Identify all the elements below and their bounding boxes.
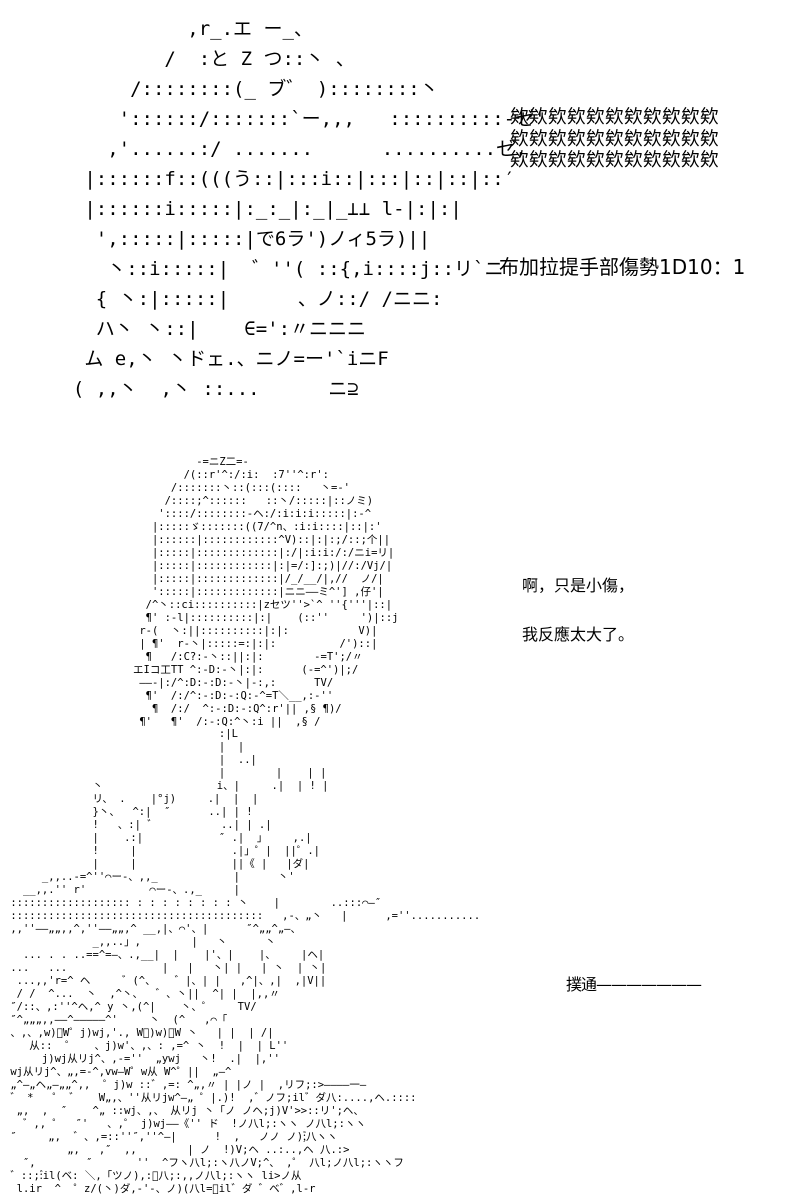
exclamation-line: 欸欸欸欸欸欸欸欸欸欸欸	[510, 107, 720, 128]
dialogue-line-1: 啊，只是小傷，	[522, 576, 635, 595]
exclamation-text: 欸欸欸欸欸欸欸欸欸欸欸 欸欸欸欸欸欸欸欸欸欸欸 欸欸欸欸欸欸欸欸欸欸欸	[510, 107, 719, 172]
middle-ascii-art: -=ニZ二=- /(::r'^:/:i: :7''^:r': /:::::::丶…	[133, 456, 399, 728]
dice-roll-text: 布加拉提手部傷勢1D10：1	[499, 255, 746, 279]
exclamation-line: 欸欸欸欸欸欸欸欸欸欸欸	[510, 150, 720, 171]
sfx-text: 撲通———————	[566, 975, 702, 994]
top-ascii-art: ,r_.エ ー_、 / :と Z つ::丶 、 /::::::::(_ ブ゛ )…	[72, 18, 546, 400]
bottom-ascii-art: :|L | | | ..| | | | | 丶 i、| .| | ! |	[10, 728, 481, 1195]
dialogue-line-2: 我反應太大了。	[522, 625, 635, 644]
exclamation-line: 欸欸欸欸欸欸欸欸欸欸欸	[510, 128, 720, 150]
